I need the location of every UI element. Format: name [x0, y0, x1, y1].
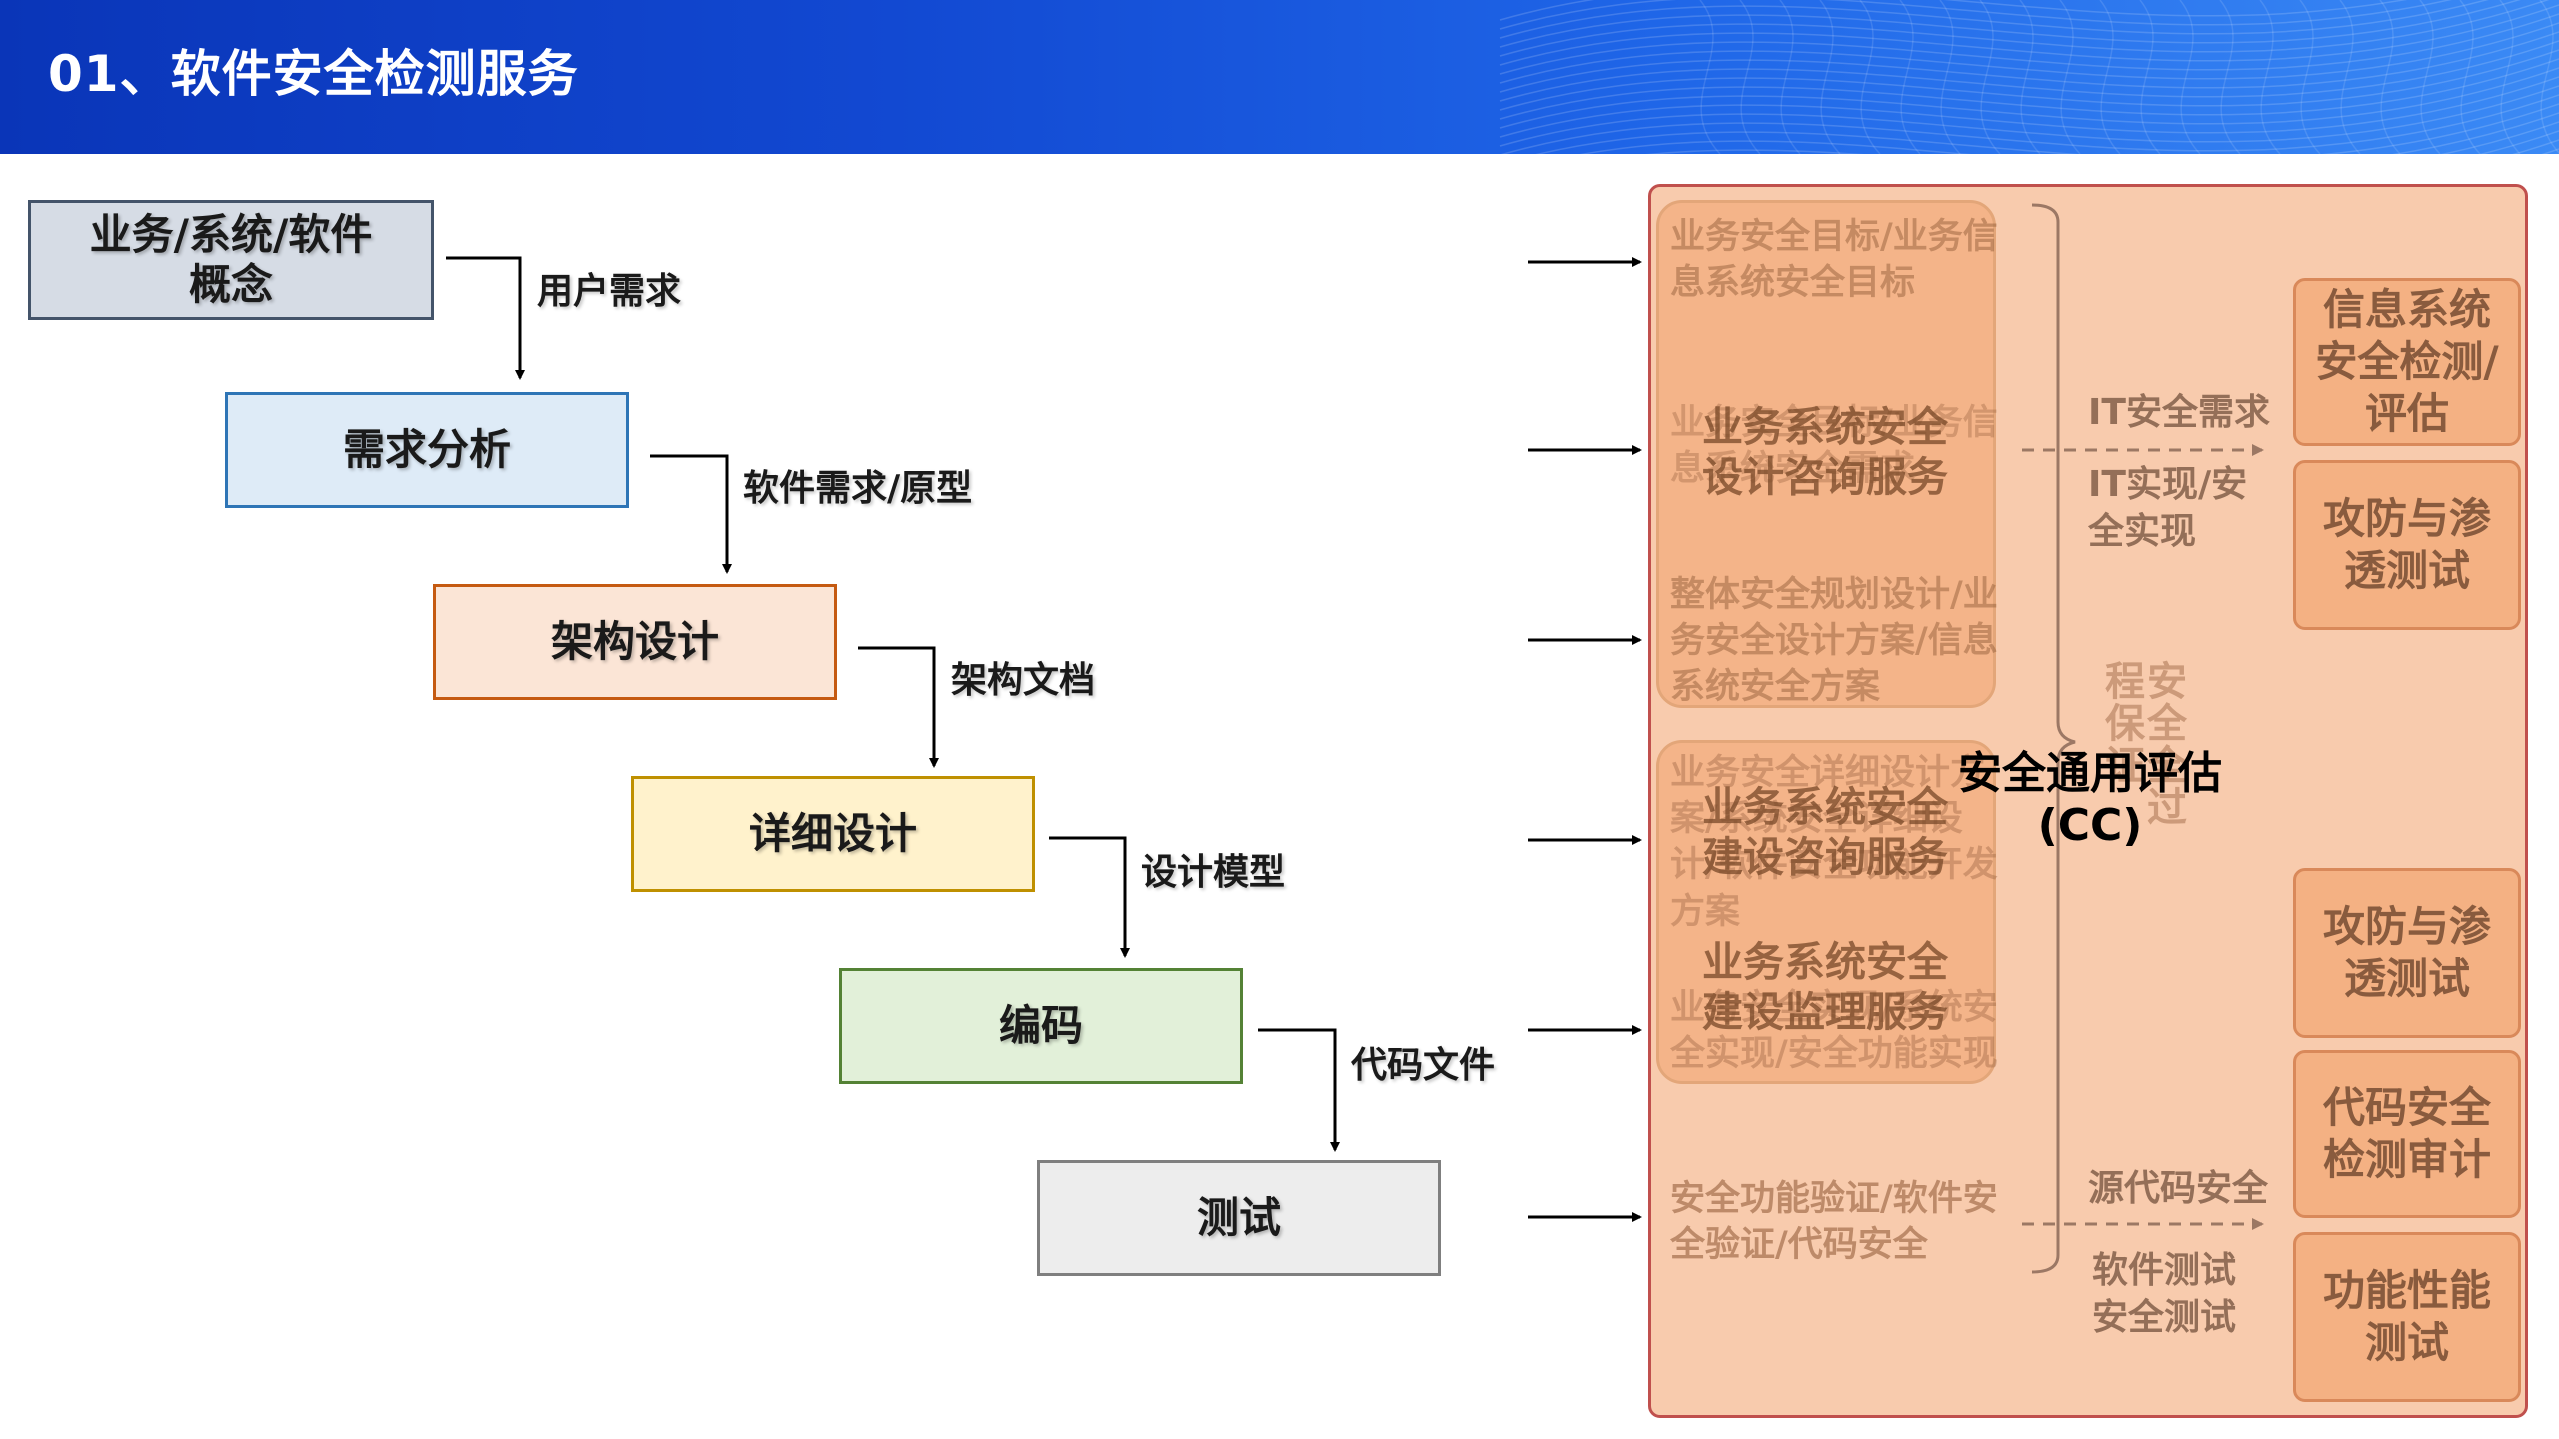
mesh-curve — [1499, 58, 2559, 120]
stage-concept-label: 业务/系统/软件概念 — [89, 209, 373, 309]
page-title: 01、软件安全检测服务 — [48, 45, 579, 103]
service-box-system-assessment: 信息系统安全检测/评估 — [2293, 278, 2521, 446]
mesh-curve — [1499, 0, 2489, 39]
mesh-curve — [1579, 112, 2559, 154]
mesh-curve — [1499, 0, 2407, 21]
service-construction-supervision: 业务系统安全建设监理服务 — [1702, 938, 1948, 1037]
mesh-curve — [2419, 0, 2441, 154]
mesh-curve — [1939, 0, 1961, 154]
service-box-pentest-top: 攻防与渗透测试 — [2293, 460, 2521, 630]
mesh-curve — [1739, 0, 1761, 154]
mesh-curve — [1499, 76, 2559, 138]
header-mesh-decoration — [1499, 0, 2559, 154]
mesh-curve — [1699, 0, 1721, 154]
mesh-curve — [1859, 0, 1881, 154]
group1-faint-bottom: 整体安全规划设计/业务安全设计方案/信息系统安全方案 — [1670, 575, 1998, 708]
group1-faint-top: 业务安全目标/业务信息系统安全目标 — [1670, 217, 1998, 304]
stage-testing-label: 测试 — [1196, 1192, 1281, 1242]
label-full-process-assurance: 安全全过程保证 — [2098, 660, 2186, 828]
connector-architecture-to-detail — [858, 646, 939, 768]
mesh-curve — [1499, 85, 2559, 147]
mesh-curve — [2539, 0, 2559, 154]
stage-architecture-box: 架构设计 — [433, 584, 837, 700]
stage-concept-box: 业务/系统/软件概念 — [28, 200, 434, 320]
stage-detail-design-label: 详细设计 — [748, 808, 917, 858]
design-consulting-group — [1656, 200, 1996, 708]
connector-detail-to-coding — [1049, 836, 1130, 958]
output-design-model: 设计模型 — [1141, 852, 1286, 893]
connector-requirements-to-architecture — [650, 454, 732, 574]
stage-detail-design-box: 详细设计 — [631, 776, 1035, 892]
service-box-code-audit: 代码安全检测审计 — [2293, 1050, 2521, 1218]
mesh-curve — [2459, 0, 2481, 154]
mesh-curve — [2219, 0, 2241, 154]
mesh-curve — [1499, 22, 2559, 84]
mesh-curve — [1499, 67, 2559, 129]
label-it-security-implementation: IT实现/安全实现 — [2088, 464, 2248, 552]
mesh-curve — [2259, 0, 2281, 154]
output-code-files: 代码文件 — [1351, 1045, 1496, 1086]
mesh-curve — [1499, 4, 2559, 66]
label-source-code-security: 源代码安全 — [2088, 1168, 2269, 1209]
mesh-curve — [2499, 0, 2521, 154]
stage-requirements-label: 需求分析 — [342, 424, 511, 474]
group2-faint-top: 业务安全详细设计方案/系统安全详细设计/软件安全功能开发方案 — [1670, 753, 1998, 932]
right-brace — [2031, 203, 2076, 1274]
mesh-curve — [2299, 0, 2321, 154]
mesh-curve — [1979, 0, 2001, 154]
construction-services-group — [1656, 740, 1996, 1084]
mesh-curve — [1499, 0, 2550, 57]
service-design-consulting: 业务系统安全设计咨询服务 — [1702, 403, 1948, 502]
group1-faint-mid: 业务安全目标/业务信息系统安全需求 — [1670, 403, 1998, 490]
mesh-curve — [1499, 13, 2559, 75]
label-common-criteria: 安全通用评估(CC) — [1958, 748, 2222, 851]
mesh-curve — [2379, 0, 2401, 154]
label-it-security-requirements: IT安全需求 — [2088, 392, 2270, 433]
output-user-requirements: 用户需求 — [537, 271, 682, 312]
mesh-curve — [1899, 0, 1921, 154]
stage-coding-box: 编码 — [839, 968, 1243, 1084]
mesh-curve — [2339, 0, 2361, 154]
output-architecture-doc: 架构文档 — [951, 660, 1096, 701]
test-verification-text: 安全功能验证/软件安全验证/代码安全 — [1670, 1179, 1998, 1266]
stage-coding-label: 编码 — [998, 1000, 1083, 1050]
stage-architecture-label: 架构设计 — [550, 616, 719, 666]
output-software-requirements: 软件需求/原型 — [743, 468, 973, 509]
service-construction-consulting: 业务系统安全建设咨询服务 — [1702, 783, 1948, 882]
service-box-function-performance: 功能性能测试 — [2293, 1232, 2521, 1402]
mesh-curve — [2059, 0, 2081, 154]
header-banner: 01、软件安全检测服务 — [0, 0, 2559, 154]
connector-concept-to-requirements — [446, 256, 525, 380]
mesh-curve — [1499, 31, 2559, 93]
mesh-curve — [2019, 0, 2041, 154]
mesh-curve — [1779, 0, 1801, 154]
mesh-curve — [1499, 0, 2521, 48]
service-box-pentest-bottom: 攻防与渗透测试 — [2293, 868, 2521, 1038]
mesh-curve — [1500, 94, 2559, 154]
group2-faint-bottom: 业务安全实现/系统安全实现/安全功能实现 — [1670, 988, 1998, 1075]
stage-testing-box: 测试 — [1037, 1160, 1441, 1276]
mesh-curve — [2099, 0, 2121, 154]
mesh-curve — [1535, 103, 2559, 154]
mesh-curve — [1499, 40, 2559, 102]
mesh-curve — [1499, 49, 2559, 111]
mesh-curve — [2179, 0, 2201, 154]
mesh-curve — [1819, 0, 1841, 154]
mesh-curve — [1499, 0, 2453, 30]
label-software-security-testing: 软件测试安全测试 — [2092, 1250, 2237, 1338]
connector-coding-to-testing — [1258, 1028, 1340, 1152]
mesh-curve — [2139, 0, 2161, 154]
stage-requirements-box: 需求分析 — [225, 392, 629, 508]
